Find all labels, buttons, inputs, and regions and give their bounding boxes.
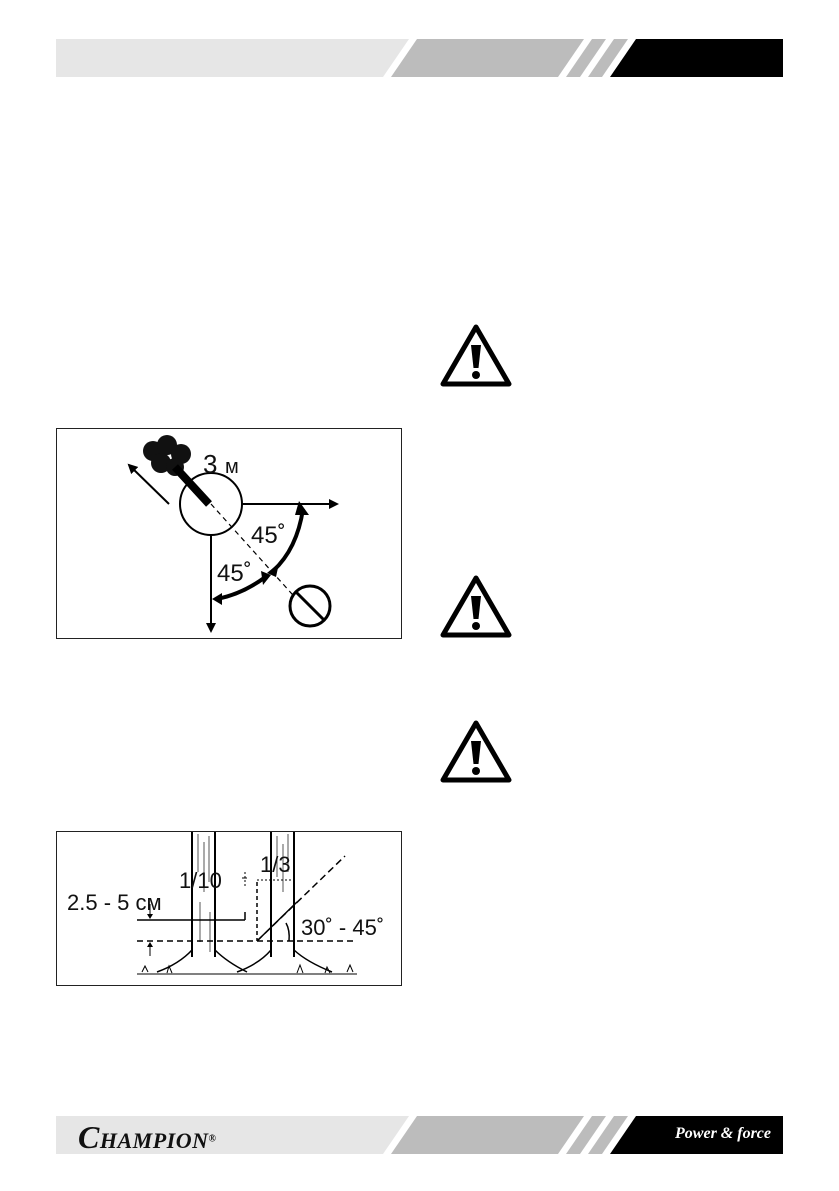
prohibited-icon [288,584,332,628]
angle-label-upper: 45˚ [251,522,286,549]
tree-trunk-left [156,832,248,973]
tree-trunk-right [236,832,333,973]
warning-icon [440,720,512,783]
brand-logo: CHAMPION® [78,1119,216,1156]
footer-band-graphic [56,1116,783,1154]
warning-icon [440,324,512,387]
registered-mark: ® [208,1133,217,1145]
angle-label: 30˚ - 45˚ [301,915,384,940]
distance-label: 3 [203,449,217,479]
angle-label-lower: 45˚ [217,560,252,587]
notch-cut-diagram: 2.5 - 5 см 1/10 1/3 30˚ - 45˚ [56,831,402,986]
header-band-graphic [56,39,783,77]
brand-name: HAMPION [99,1128,209,1153]
brand-initial: C [78,1119,100,1155]
notch-depth-label: 1/3 [260,852,291,877]
height-label: 2.5 - 5 см [67,890,162,915]
notch-diagram-graphic: 2.5 - 5 см 1/10 1/3 30˚ - 45˚ [67,832,384,975]
felling-diagram-graphic: 3 м 45˚ 45˚ [127,435,339,633]
felling-direction-diagram: 3 м 45˚ 45˚ [56,428,402,639]
distance-unit: м [225,456,239,478]
tree-crown-icon [143,435,191,476]
back-cut-label: 1/10 [179,868,222,893]
brand-tagline: Power & force [675,1125,771,1142]
footer-band: CHAMPION® Power & force [56,1116,783,1156]
warning-icon [440,575,512,638]
header-band [56,39,783,77]
